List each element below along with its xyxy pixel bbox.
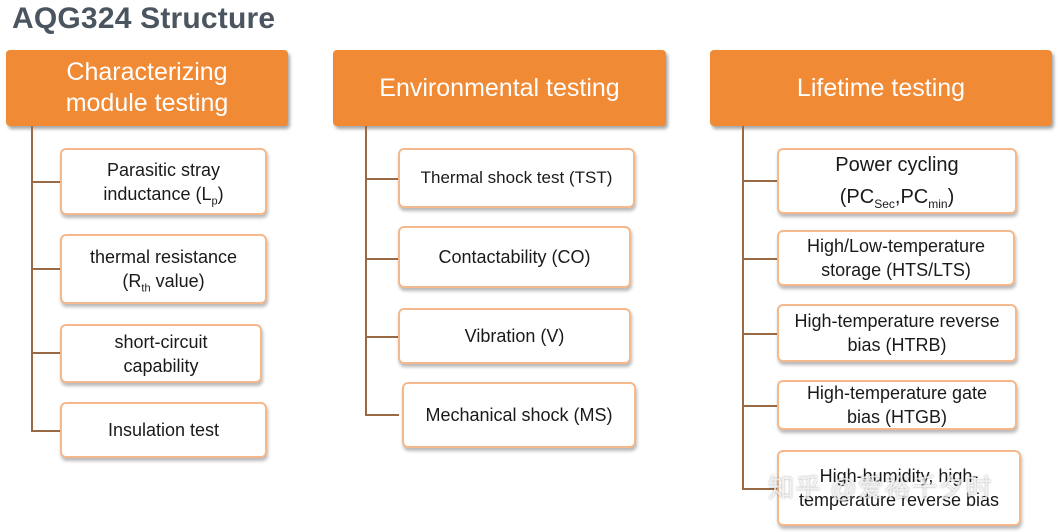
item-text: Vibration (V) — [464, 326, 565, 346]
connector-branch — [31, 268, 61, 270]
item-hts-lts: High/Low-temperature storage (HTS/LTS) — [777, 230, 1015, 286]
item-text: Insulation test — [107, 420, 220, 440]
header-characterizing: Characterizing module testing — [6, 50, 288, 126]
item-short-circuit: short-circuit capability — [60, 324, 262, 383]
connector-branch — [742, 180, 778, 182]
item-text-2: (Rth value) — [122, 271, 205, 295]
item-htgb: High-temperature gate bias (HTGB) — [777, 380, 1017, 430]
connector-branch — [31, 352, 61, 354]
item-text: Thermal shock test (TST) — [420, 168, 613, 187]
header-line-1: Environmental testing — [379, 73, 620, 102]
item-text: Contactability (CO) — [438, 247, 591, 267]
connector-branch — [365, 258, 399, 260]
item-text: High-humidity, high- — [819, 466, 979, 486]
connector-trunk-2 — [365, 126, 367, 416]
item-text-2: storage (HTS/LTS) — [821, 260, 971, 280]
connector-branch — [742, 258, 778, 260]
item-mechanical-shock: Mechanical shock (MS) — [402, 382, 636, 448]
page-title: AQG324 Structure — [12, 2, 276, 35]
item-text: Mechanical shock (MS) — [425, 405, 613, 425]
header-environmental: Environmental testing — [333, 50, 666, 126]
connector-branch — [365, 414, 399, 416]
connector-trunk-3 — [742, 126, 744, 490]
item-vibration: Vibration (V) — [398, 308, 631, 364]
connector-branch — [31, 181, 61, 183]
item-power-cycling: Power cycling (PCSec,PCmin) — [777, 148, 1017, 214]
header-line-2: module testing — [65, 89, 229, 117]
item-h3trb: High-humidity, high- temperature reverse… — [777, 450, 1021, 526]
connector-branch — [31, 430, 61, 432]
item-contactability: Contactability (CO) — [398, 226, 631, 288]
item-text: High/Low-temperature — [806, 236, 986, 256]
item-text: Power cycling — [835, 154, 959, 176]
connector-branch — [365, 178, 399, 180]
item-text-2: bias (HTRB) — [847, 335, 947, 355]
item-text-2: temperature reverse bias — [798, 490, 1000, 510]
connector-branch — [742, 333, 778, 335]
item-text: High-temperature gate — [806, 383, 988, 403]
item-insulation-test: Insulation test — [60, 402, 267, 458]
watermark: 知乎 @爱裕千夕时 — [768, 473, 993, 503]
connector-trunk-1 — [31, 126, 33, 431]
item-parasitic-inductance: Parasitic stray inductance (Lp) — [60, 148, 267, 215]
item-thermal-shock: Thermal shock test (TST) — [398, 148, 635, 208]
item-text: thermal resistance — [89, 247, 238, 267]
connector-branch — [742, 405, 778, 407]
connector-branch — [742, 488, 778, 490]
item-text-2: bias (HTGB) — [846, 407, 947, 427]
item-htrb: High-temperature reverse bias (HTRB) — [777, 304, 1017, 362]
connector-branch — [365, 336, 399, 338]
item-text: High-temperature reverse — [794, 311, 1000, 331]
item-text: Parasitic stray — [106, 159, 221, 180]
header-line-1: Characterizing — [66, 58, 228, 86]
item-text-2: capability — [123, 355, 199, 376]
header-lifetime: Lifetime testing — [710, 50, 1052, 126]
header-line-1: Lifetime testing — [796, 73, 966, 102]
item-text-2: inductance (Lp) — [103, 183, 224, 208]
item-text: short-circuit — [114, 331, 208, 352]
item-text-2: (PCSec,PCmin) — [839, 186, 955, 211]
item-thermal-resistance: thermal resistance (Rth value) — [60, 234, 267, 304]
